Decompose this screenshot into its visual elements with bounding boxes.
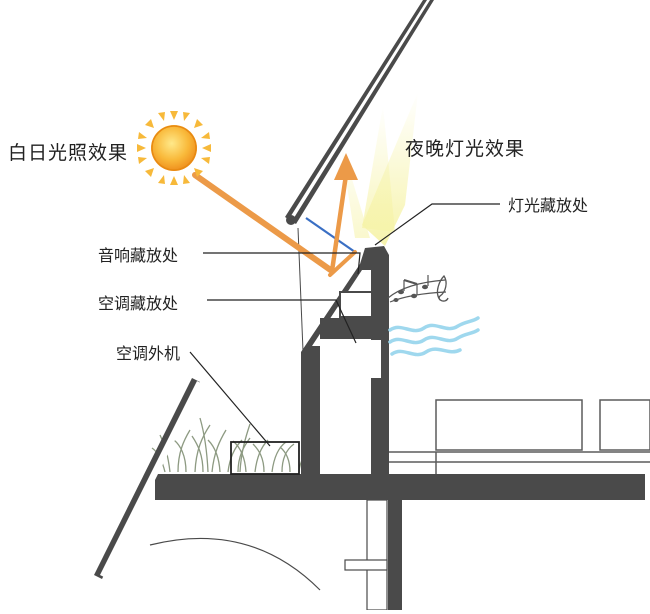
label-night-effect: 夜晚灯光效果 xyxy=(405,138,526,160)
lower-panel xyxy=(94,378,203,579)
cabinet-structure xyxy=(301,246,389,474)
sun-rays xyxy=(192,153,358,277)
label-ac-storage: 空调藏放处 xyxy=(98,294,179,313)
ac-outdoor-unit xyxy=(230,441,300,475)
callout-lines xyxy=(189,203,500,447)
glazing-line xyxy=(297,227,309,475)
music-notes-icon xyxy=(387,274,449,303)
upper-panel xyxy=(285,0,434,225)
label-day-effect: 白日光照效果 xyxy=(8,142,129,164)
label-ac-outdoor-unit: 空调外机 xyxy=(116,344,181,363)
lower-arch xyxy=(149,537,321,591)
air-flow-icon xyxy=(388,316,480,357)
label-speaker-storage: 音响藏放处 xyxy=(98,246,179,265)
sun-icon xyxy=(137,111,211,185)
adjacent-building xyxy=(387,399,650,474)
glass-pane xyxy=(305,217,356,253)
label-light-storage: 灯光藏放处 xyxy=(508,196,589,215)
lower-wall xyxy=(344,499,402,611)
floor-slab xyxy=(155,474,645,500)
